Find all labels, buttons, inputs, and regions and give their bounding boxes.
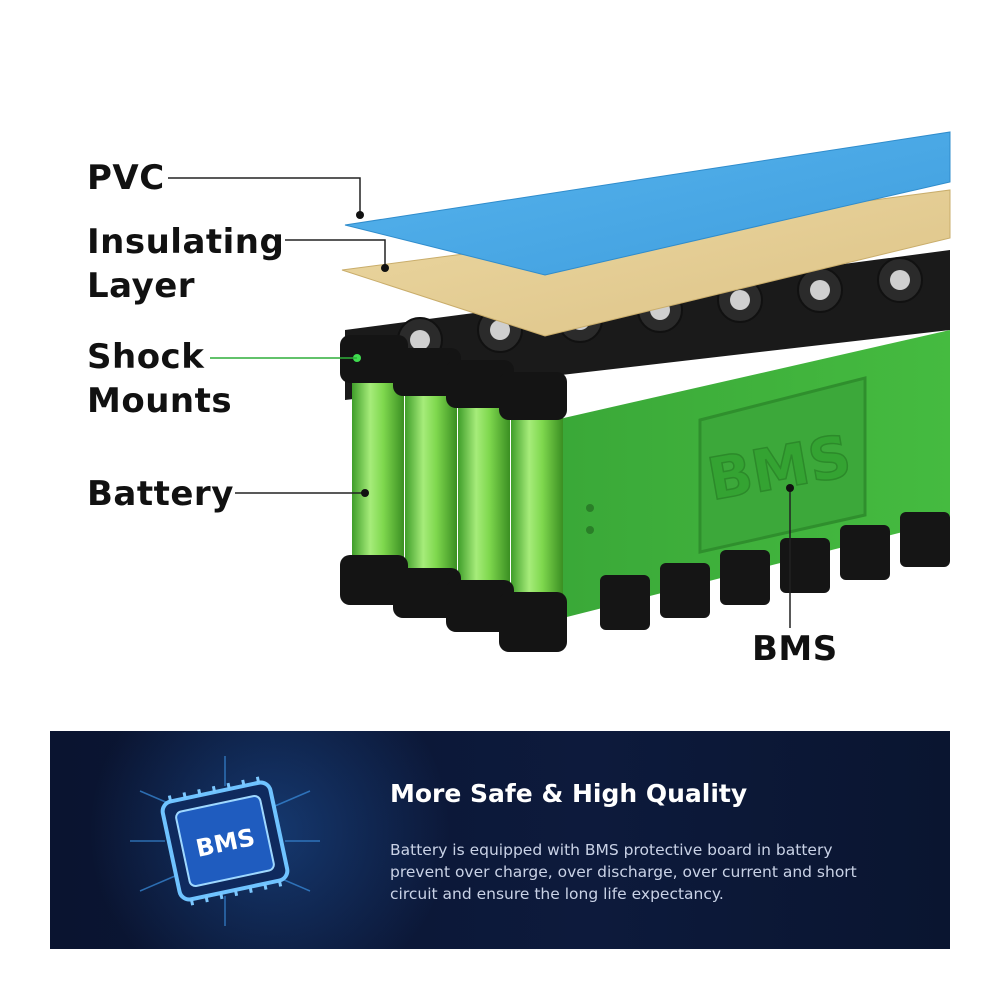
label-insulating-layer: Insulating Layer xyxy=(87,220,284,308)
label-shock-mounts: Shock Mounts xyxy=(87,335,232,423)
label-insulating-line2: Layer xyxy=(87,266,196,306)
label-shock-line2: Mounts xyxy=(87,381,233,421)
label-bms: BMS xyxy=(752,629,838,669)
battery-cell xyxy=(511,410,563,625)
feature-banner: BMS More Safe & High Quality Battery is … xyxy=(50,731,950,949)
battery-cells xyxy=(352,370,563,625)
battery-cell xyxy=(405,385,457,595)
battery-cell xyxy=(352,370,404,580)
leader-dots xyxy=(356,211,794,497)
shock-mounts xyxy=(340,335,567,652)
label-insulating-line1: Insulating xyxy=(87,222,285,262)
banner-description: Battery is equipped with BMS protective … xyxy=(390,841,857,903)
battery-cell xyxy=(458,398,510,610)
label-shock-line1: Shock xyxy=(87,337,205,377)
battery-pack-diagram: BMS xyxy=(168,131,951,652)
pvc-sheet xyxy=(344,131,951,276)
bms-board: BMS xyxy=(555,330,950,630)
banner-title: More Safe & High Quality xyxy=(390,779,748,808)
bms-chip-icon: BMS xyxy=(130,756,320,926)
label-battery: Battery xyxy=(87,474,234,514)
leader-lines xyxy=(168,177,791,628)
label-pvc: PVC xyxy=(87,158,165,198)
